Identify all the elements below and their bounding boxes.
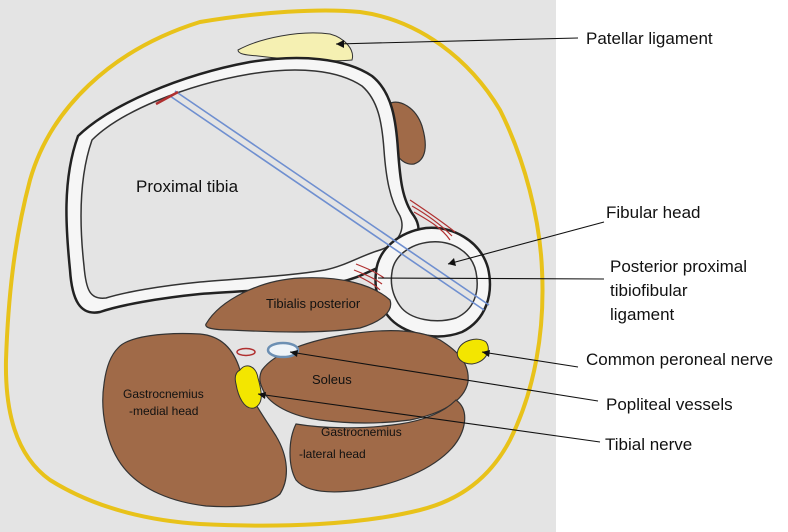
fibular-head-medulla	[390, 241, 478, 322]
label-popliteal-vessels: Popliteal vessels	[606, 395, 733, 414]
label-tibialis-posterior: Tibialis posterior	[266, 296, 361, 311]
label-posterior-ligament-1: Posterior proximal	[610, 257, 747, 276]
patellar-ligament-shape	[237, 32, 354, 62]
common-peroneal-nerve-shape	[456, 338, 489, 365]
gastrocnemius-lateral-head-muscle	[289, 399, 466, 493]
leader-lines	[257, 37, 605, 443]
measurement-line	[169, 90, 490, 311]
label-gastroc-medial-1: Gastrocnemius	[123, 387, 204, 401]
leader-fibular-head	[447, 221, 605, 265]
leader-tibial-nerve	[257, 393, 601, 443]
leader-patellar-ligament	[335, 37, 579, 45]
label-proximal-tibia: Proximal tibia	[136, 177, 239, 196]
label-posterior-ligament-3: ligament	[610, 305, 675, 324]
label-posterior-ligament-2: tibiofibular	[610, 281, 688, 300]
proximal-tibia-medulla	[80, 69, 403, 299]
measurement-start-red-mark	[155, 90, 179, 106]
popliteal-vessel-oval	[266, 341, 300, 359]
label-tibial-nerve: Tibial nerve	[605, 435, 692, 454]
leader-popliteal-vessels	[289, 351, 599, 402]
label-area-background	[556, 0, 788, 532]
posterior-tibiofibular-ligament-fibers	[353, 199, 456, 291]
leader-posterior-ligament	[377, 277, 605, 280]
label-patellar-ligament: Patellar ligament	[586, 29, 713, 48]
leader-arrowheads	[258, 40, 490, 399]
tibial-nerve-shape	[234, 365, 262, 409]
label-gastroc-lateral-1: Gastrocnemius	[321, 425, 402, 439]
leader-common-peroneal-nerve	[481, 351, 579, 368]
label-gastroc-medial-2: -medial head	[129, 404, 198, 418]
label-common-peroneal-nerve: Common peroneal nerve	[586, 350, 773, 369]
popliteal-vessel-red	[236, 347, 256, 357]
label-fibular-head: Fibular head	[606, 203, 701, 222]
tibialis-posterior-muscle	[205, 277, 392, 333]
skin-outline	[3, 8, 545, 528]
label-gastroc-lateral-2: -lateral head	[299, 447, 366, 461]
label-soleus: Soleus	[312, 372, 352, 387]
